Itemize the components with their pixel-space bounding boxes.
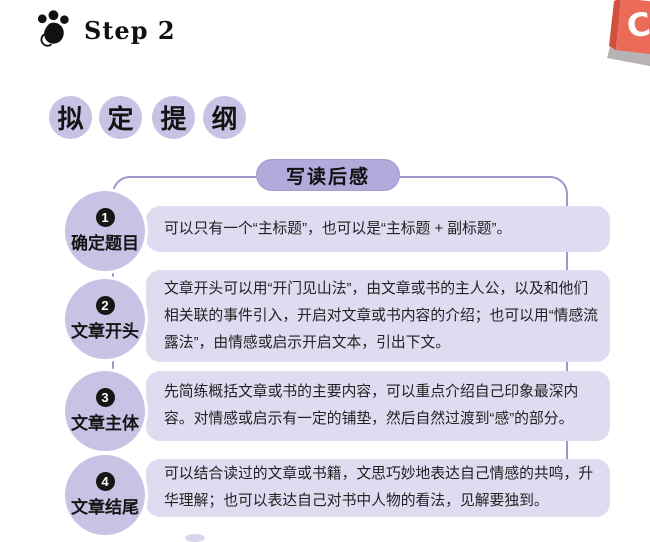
number-badge: 2 <box>95 296 115 315</box>
outline-text-box-4: 可以结合读过的文章或书籍，文思巧妙地表达自己情感的共鸣，升华理解；也可以表达自己… <box>146 459 610 517</box>
outline-text-box-3: 先简练概括文章或书的主要内容，可以重点介绍自己印象最深内容。对情感或启示有一定的… <box>146 371 610 441</box>
title-circle-1: 拟 <box>49 96 92 139</box>
node-title: 确定题目 <box>71 234 139 253</box>
outline-node-2: 2 文章开头 <box>62 276 148 362</box>
step-header: Step 2 <box>34 10 176 50</box>
outline-text: 可以结合读过的文章或书籍，文思巧妙地表达自己情感的共鸣，升华理解；也可以表达自己… <box>164 466 594 509</box>
number-badge: 3 <box>95 388 115 407</box>
outline-text: 先简练概括文章或书的主要内容，可以重点介绍自己印象最深内容。对情感或启示有一定的… <box>164 384 579 427</box>
title-circle-3: 提 <box>152 96 195 139</box>
step-label: Step 2 <box>84 15 176 45</box>
cutoff-decoration <box>185 534 205 542</box>
title-char: 拟 <box>57 105 84 135</box>
outline-node-3: 3 文章主体 <box>62 368 148 454</box>
title-circle-2: 定 <box>99 96 142 139</box>
cube-letter: C <box>625 5 650 46</box>
number-badge: 4 <box>95 472 115 491</box>
title-char: 纲 <box>211 105 238 135</box>
outline-text: 可以只有一个“主标题”，也可以是“主标题 + 副标题”。 <box>164 220 512 237</box>
paw-icon <box>37 10 69 47</box>
outline-node-4: 4 文章结尾 <box>62 452 148 538</box>
title-char: 定 <box>107 105 134 135</box>
node-title: 文章主体 <box>71 414 139 433</box>
outline-text-box-1: 可以只有一个“主标题”，也可以是“主标题 + 副标题”。 <box>146 206 610 252</box>
outline-text-box-2: 文章开头可以用“开门见山法”，由文章或书的主人公，以及和他们相关联的事件引入，开… <box>146 270 610 362</box>
node-title: 文章结尾 <box>71 498 139 517</box>
title-char: 提 <box>160 105 187 135</box>
node-title: 文章开头 <box>71 322 139 341</box>
title-circle-4: 纲 <box>203 96 246 139</box>
number-badge: 1 <box>95 208 115 227</box>
banner-label: 写读后感 <box>285 166 370 188</box>
cube-logo-icon: C <box>607 0 650 67</box>
outline-text: 文章开头可以用“开门见山法”，由文章或书的主人公，以及和他们相关联的事件引入，开… <box>164 280 599 351</box>
outline-node-1: 1 确定题目 <box>62 188 148 274</box>
banner: 写读后感 <box>256 159 400 191</box>
